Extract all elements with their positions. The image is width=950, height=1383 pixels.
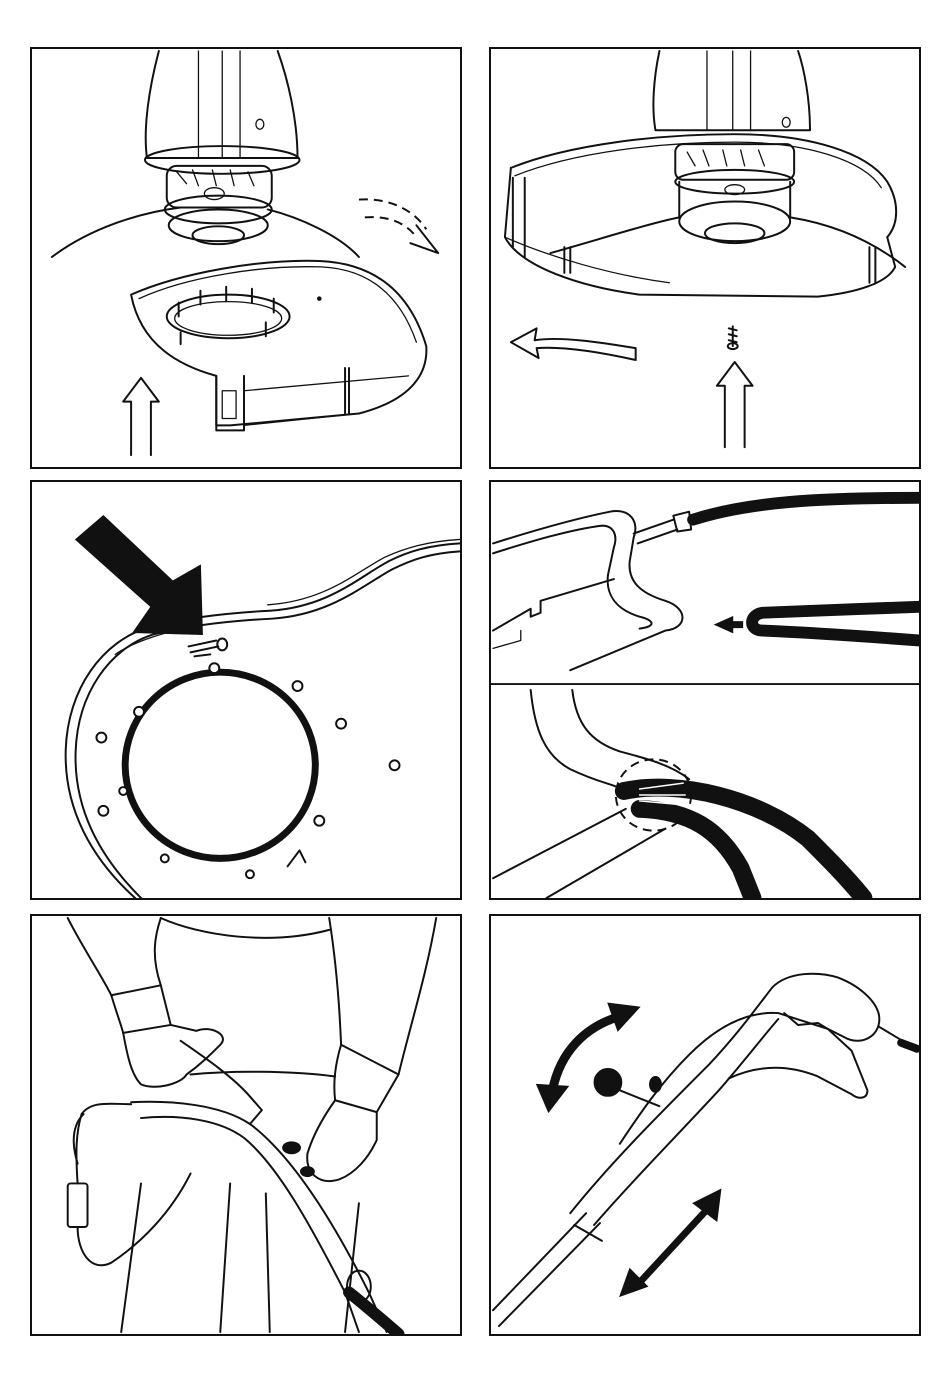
figure-guard-screw: [489, 47, 921, 469]
figure-operator-handle: [30, 914, 462, 1336]
figure-guard-detail: [30, 480, 462, 900]
figure-trimmer-head-guard: [30, 47, 462, 469]
operator-illustration: [32, 916, 460, 1334]
handle-adjustment-illustration: [491, 916, 919, 1334]
guard-screw-illustration: [491, 49, 919, 467]
trimmer-head-illustration: [32, 49, 460, 467]
figure-handle-adjustment: [489, 914, 921, 1336]
figure-cable-strain-relief: [489, 480, 921, 900]
cable-strain-relief-illustration: [491, 482, 919, 898]
guard-detail-illustration: [32, 482, 460, 898]
